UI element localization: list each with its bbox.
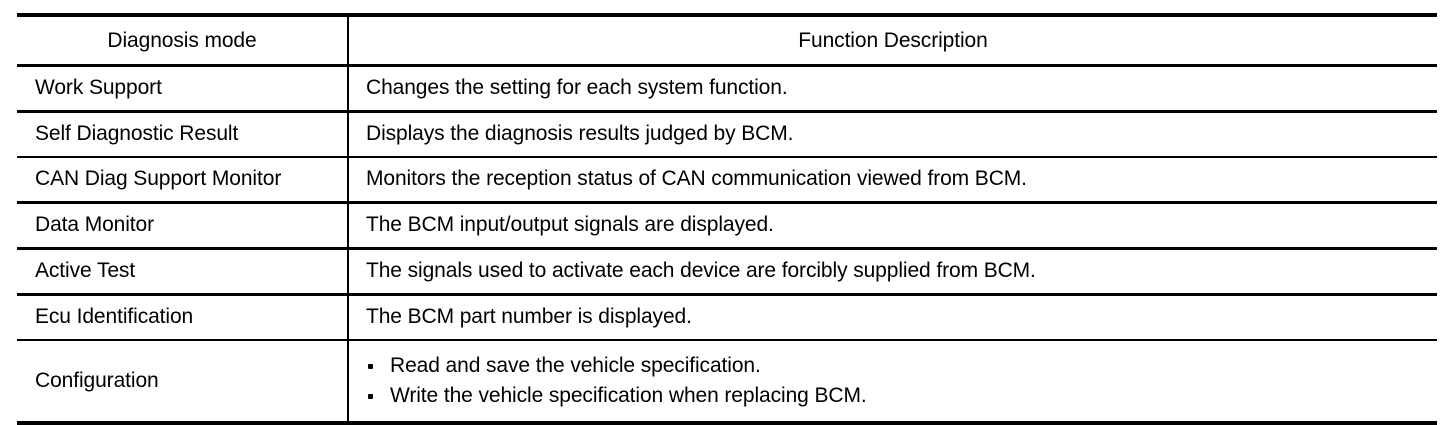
cell-diagnosis-mode: Active Test bbox=[17, 247, 349, 295]
cell-diagnosis-mode: CAN Diag Support Monitor bbox=[17, 156, 349, 203]
diagnosis-mode-label: Work Support bbox=[35, 76, 162, 100]
table-header: Diagnosis mode Function Description bbox=[17, 15, 1437, 66]
bullet-icon bbox=[368, 364, 373, 370]
cell-function-description: Changes the setting for each system func… bbox=[348, 64, 1437, 112]
function-description-bullet-list: Read and save the vehicle specification.… bbox=[366, 351, 1437, 411]
cell-diagnosis-mode: Self Diagnostic Result bbox=[17, 110, 349, 157]
bullet-icon bbox=[368, 393, 373, 399]
diagnosis-mode-label: Active Test bbox=[35, 259, 136, 283]
cell-function-description: Displays the diagnosis results judged by… bbox=[348, 110, 1437, 157]
cell-diagnosis-mode: Configuration bbox=[17, 339, 349, 423]
function-description-text: The BCM input/output signals are display… bbox=[366, 213, 774, 237]
list-item-text: Read and save the vehicle specification. bbox=[390, 354, 761, 378]
diagnosis-mode-label: CAN Diag Support Monitor bbox=[35, 167, 282, 191]
diagnosis-mode-label: Self Diagnostic Result bbox=[35, 122, 239, 146]
list-item-text: Write the vehicle specification when rep… bbox=[390, 384, 867, 407]
cell-function-description: The signals used to activate each device… bbox=[348, 247, 1437, 295]
table-row: Active Test The signals used to activate… bbox=[17, 247, 1437, 295]
table-row: Configuration Read and save the vehicle … bbox=[17, 339, 1437, 423]
column-header-function-description: Function Description bbox=[348, 15, 1437, 66]
table-row: Work Support Changes the setting for eac… bbox=[17, 64, 1437, 112]
function-description-text: The BCM part number is displayed. bbox=[366, 305, 692, 329]
diagnosis-mode-table: Diagnosis mode Function Description Work… bbox=[17, 13, 1437, 425]
function-description-text: Monitors the reception status of CAN com… bbox=[366, 167, 1027, 191]
column-header-function-description-label: Function Description bbox=[798, 28, 988, 52]
cell-function-description: Monitors the reception status of CAN com… bbox=[348, 156, 1437, 203]
column-header-diagnosis-mode: Diagnosis mode bbox=[17, 15, 349, 66]
table-row: CAN Diag Support Monitor Monitors the re… bbox=[17, 156, 1437, 203]
function-description-text: The signals used to activate each device… bbox=[366, 259, 1036, 283]
cell-function-description: The BCM input/output signals are display… bbox=[348, 201, 1437, 249]
table-row: Self Diagnostic Result Displays the diag… bbox=[17, 110, 1437, 157]
table-body: Work Support Changes the setting for eac… bbox=[17, 64, 1437, 423]
table-row: Ecu Identification The BCM part number i… bbox=[17, 293, 1437, 340]
diagnosis-mode-label: Configuration bbox=[35, 368, 159, 392]
list-item: Read and save the vehicle specification. bbox=[366, 351, 1437, 381]
cell-diagnosis-mode: Data Monitor bbox=[17, 201, 349, 249]
cell-diagnosis-mode: Ecu Identification bbox=[17, 293, 349, 340]
diagnosis-mode-label: Data Monitor bbox=[35, 213, 155, 237]
table-header-row: Diagnosis mode Function Description bbox=[17, 15, 1437, 66]
cell-function-description: The BCM part number is displayed. bbox=[348, 293, 1437, 340]
cell-diagnosis-mode: Work Support bbox=[17, 64, 349, 112]
cell-function-description: Read and save the vehicle specification.… bbox=[348, 339, 1437, 423]
function-description-text: Changes the setting for each system func… bbox=[366, 76, 788, 100]
function-description-text: Displays the diagnosis results judged by… bbox=[366, 122, 794, 146]
list-item: Write the vehicle specification when rep… bbox=[366, 381, 1437, 411]
diagnosis-mode-label: Ecu Identification bbox=[35, 305, 194, 329]
page-root: Diagnosis mode Function Description Work… bbox=[17, 13, 1437, 425]
table-row: Data Monitor The BCM input/output signal… bbox=[17, 201, 1437, 249]
column-header-diagnosis-mode-label: Diagnosis mode bbox=[107, 28, 257, 52]
